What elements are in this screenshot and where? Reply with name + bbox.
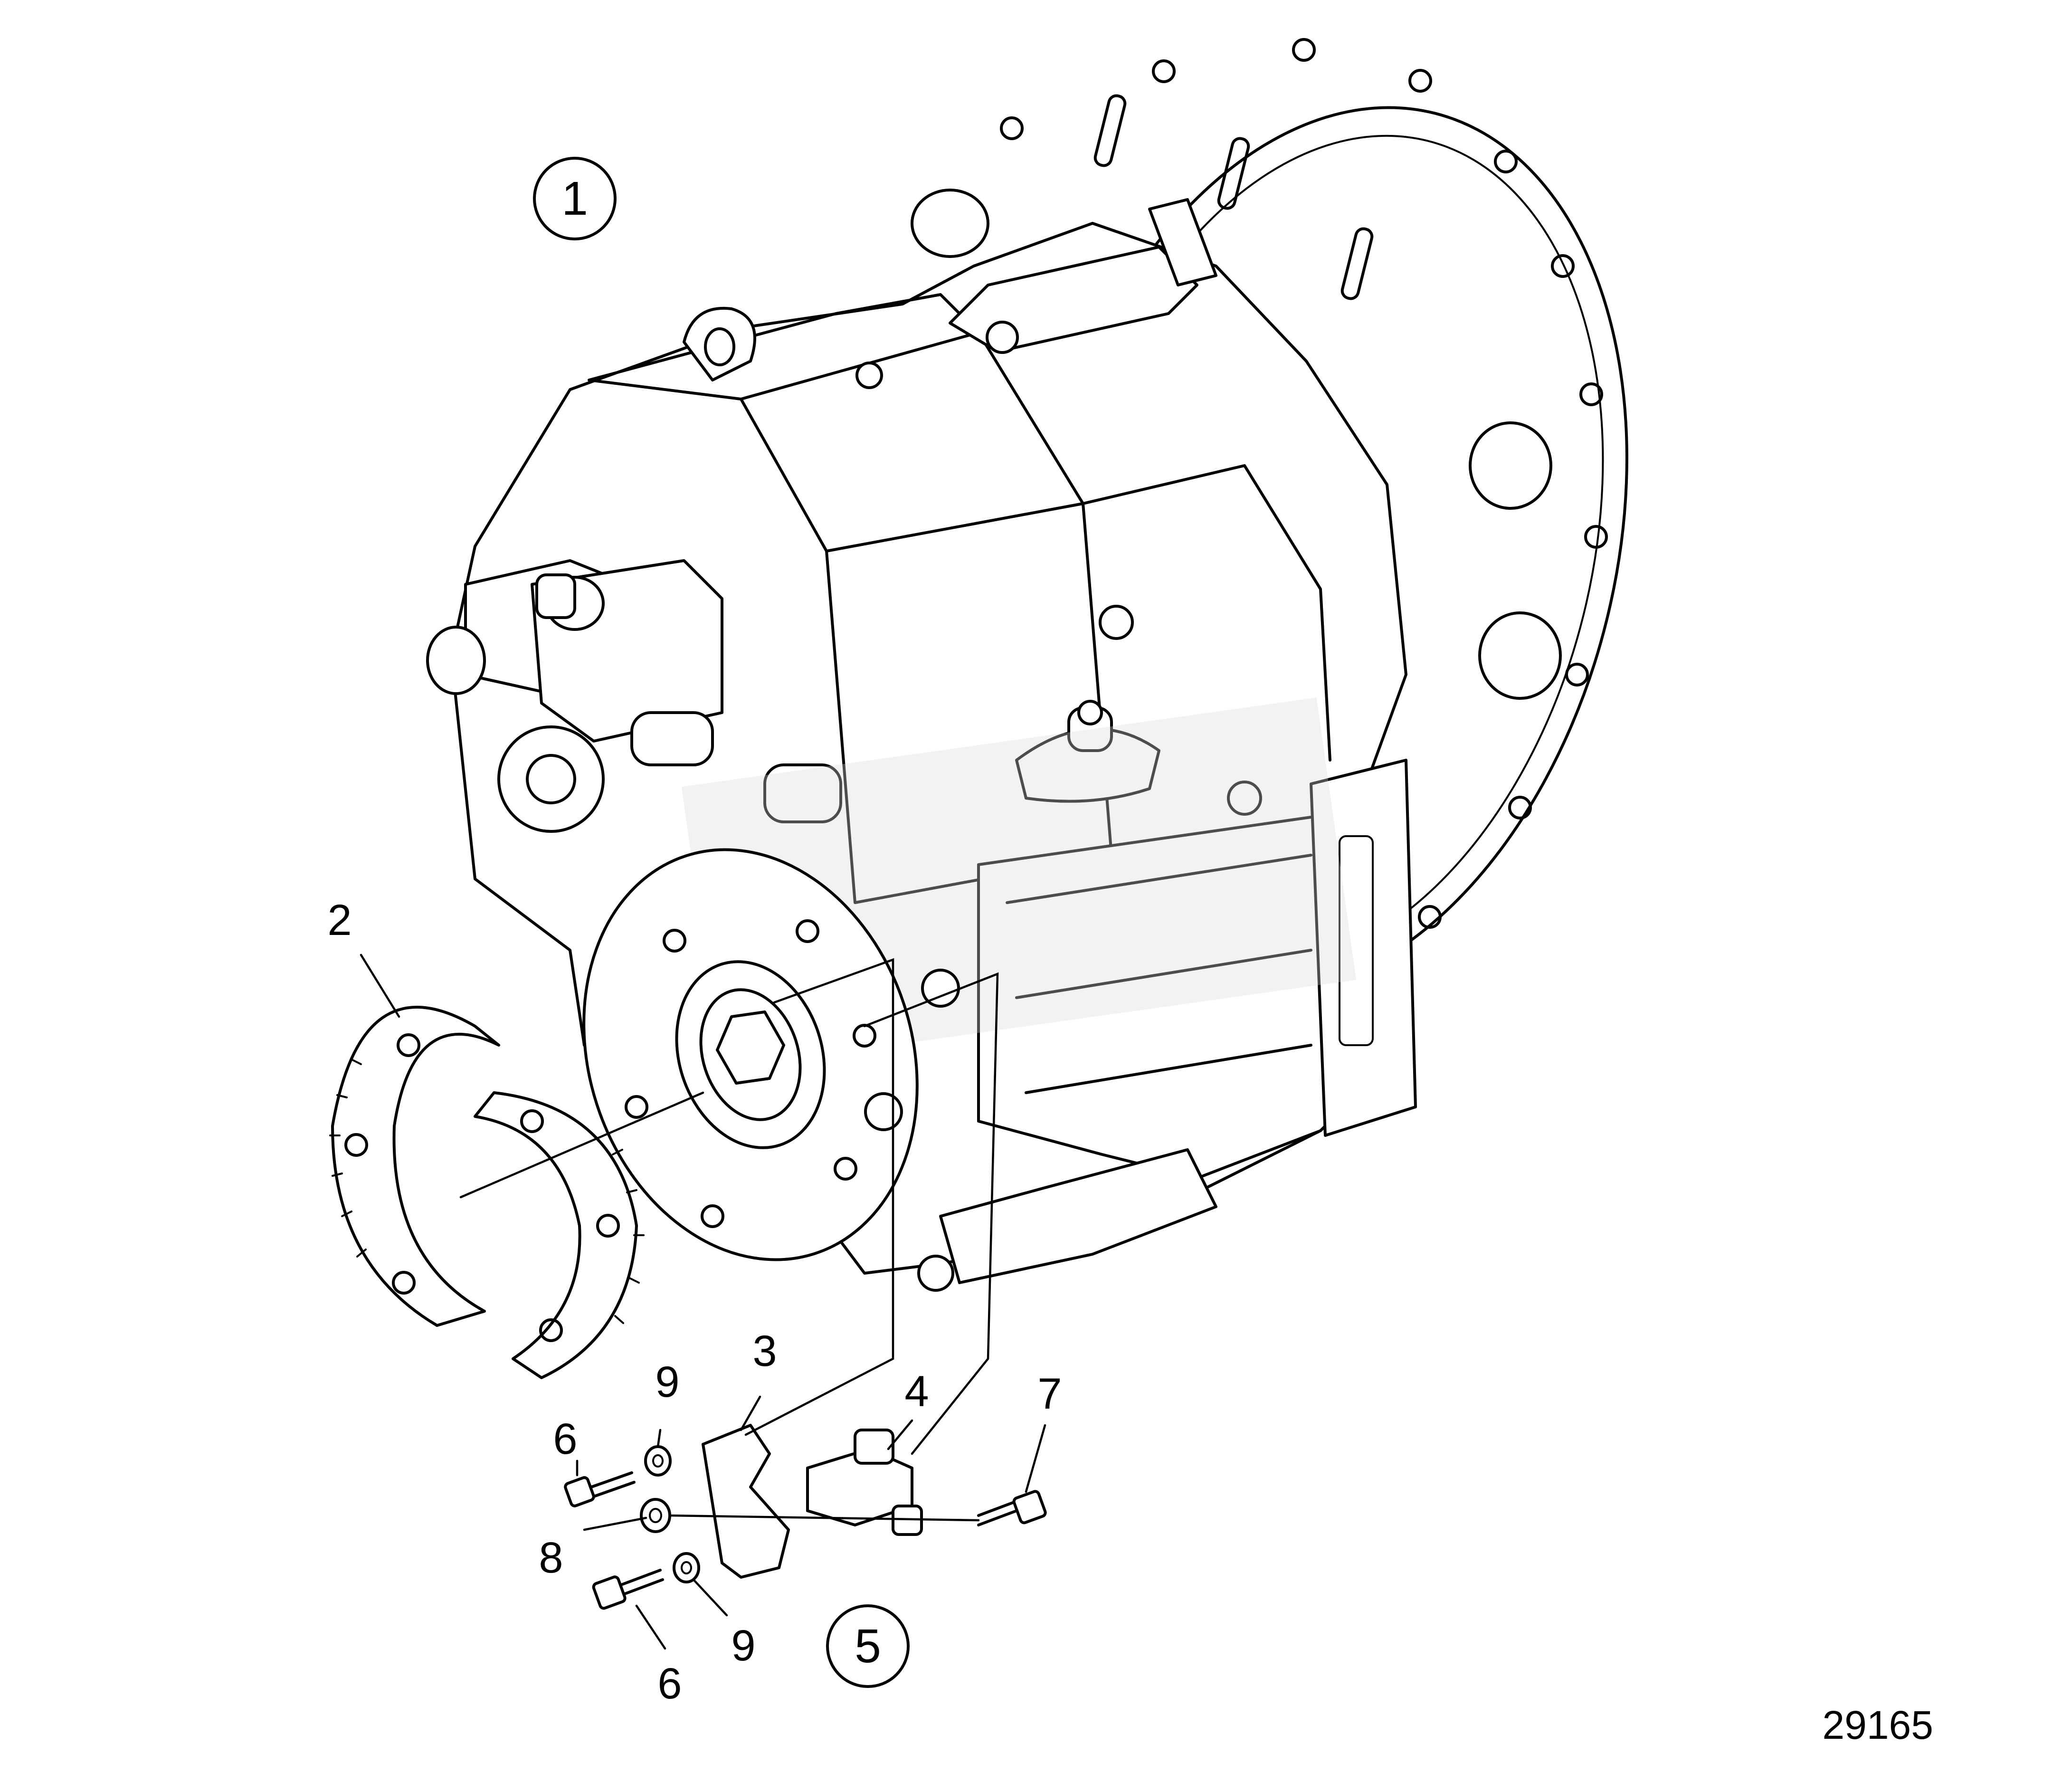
callout-1-label: 1 [561, 172, 588, 225]
bolt-upper [564, 1471, 636, 1507]
washer-lower [673, 1552, 700, 1583]
callout-9-upper-label: 9 [655, 1358, 679, 1406]
speed-sensor-kit [564, 1424, 1047, 1610]
callout-1: 1 [533, 157, 617, 240]
callout-7-label: 7 [1037, 1370, 1062, 1418]
callout-5-label: 5 [855, 1620, 881, 1673]
washer-upper [644, 1445, 672, 1477]
callout-8-label: 8 [539, 1534, 563, 1582]
callout-9-lower-label: 9 [731, 1621, 755, 1670]
callout-6-lower-label: 6 [657, 1659, 682, 1708]
callout-2-label: 2 [327, 896, 352, 944]
callout-3-label: 3 [752, 1327, 777, 1375]
spacer [640, 1498, 671, 1533]
toothed-sensor-ring [329, 1006, 645, 1379]
figure-number: 29165 [1822, 1703, 1933, 1747]
bolt-sensor [977, 1490, 1047, 1526]
leader-lines [360, 953, 1046, 1650]
sensor-bracket [702, 1424, 790, 1579]
callout-6-upper-label: 6 [553, 1415, 577, 1463]
callout-5: 5 [826, 1604, 910, 1688]
output-flange [582, 848, 960, 1261]
bolt-lower [592, 1569, 664, 1610]
callout-4-label: 4 [904, 1367, 929, 1416]
